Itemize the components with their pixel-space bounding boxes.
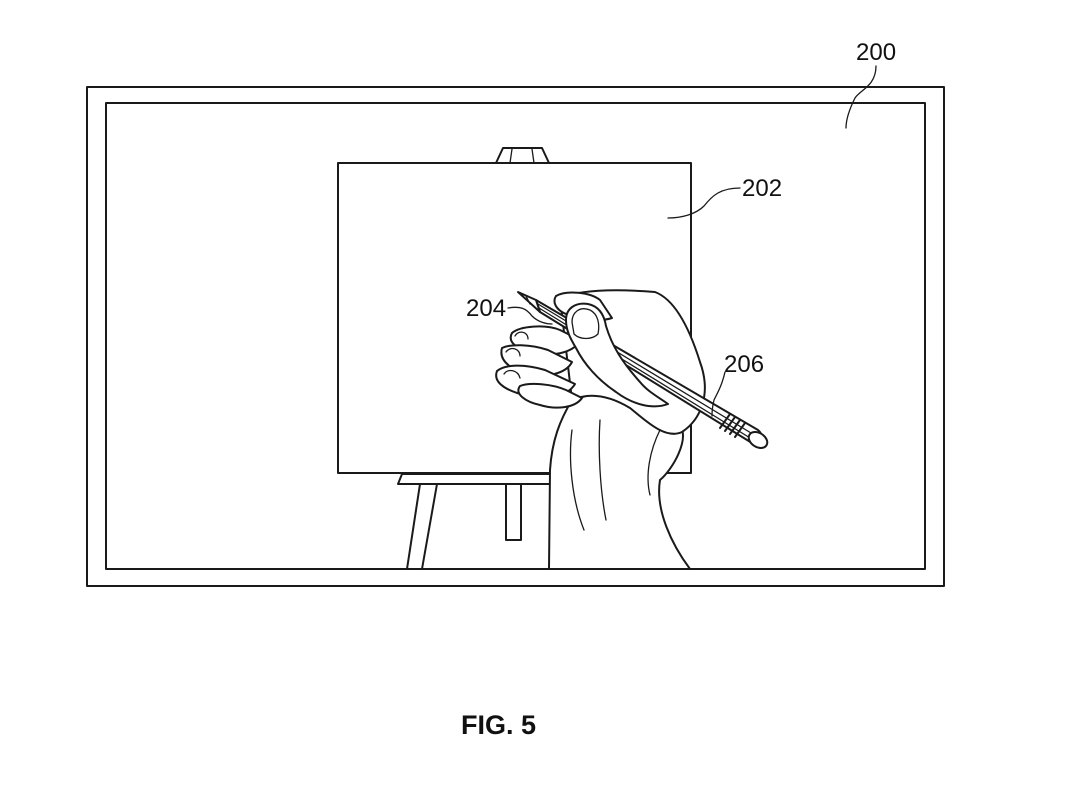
leader-202 [667,187,741,219]
label-206: 206 [724,351,764,378]
easel-ledge [397,473,561,485]
display-screen [105,102,926,570]
leader-200 [845,65,877,129]
label-200: 200 [856,39,896,66]
display-device [86,86,945,587]
figure-caption: FIG. 5 [461,710,536,740]
easel-left-leg [406,483,438,570]
display-outer-frame [86,86,945,587]
stylus-eraser [747,431,769,449]
leader-lines [507,65,877,417]
easel-top-clamp [495,147,550,164]
label-204: 204 [466,295,506,322]
easel-center-leg [505,483,522,541]
leader-204 [507,306,553,325]
hand-thumb [565,302,669,408]
label-202: 202 [742,175,782,202]
leader-206 [711,371,726,417]
